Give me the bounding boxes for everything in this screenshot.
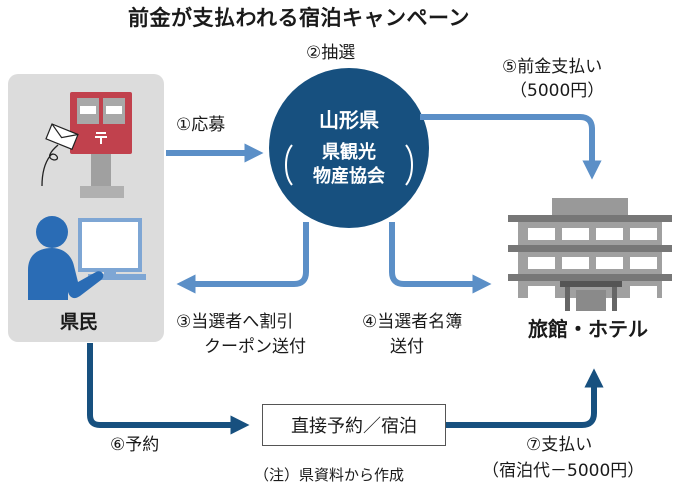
step-4-label-line1: ④当選者名簿 <box>362 312 463 332</box>
step-6-label: ⑥予約 <box>110 435 160 455</box>
arrow-payment <box>446 368 604 428</box>
step-2-label: ②抽選 <box>306 43 356 63</box>
organizer-sub-2: 物産協会 <box>313 166 385 187</box>
diagram-title: 前金が支払われる宿泊キャンペーン <box>128 6 470 30</box>
organizer-name: 山形県 <box>319 108 379 132</box>
arrow-winner-list <box>389 222 492 294</box>
hotel-label: 旅館・ホテル <box>528 317 648 341</box>
step-7-label-line1: ⑦支払い <box>526 435 593 455</box>
step-7-label-line2: （宿泊代－5000円） <box>482 461 645 481</box>
step-5-label-line1: ⑤前金支払い <box>502 57 603 77</box>
step-4-label-line2: 送付 <box>390 337 424 357</box>
postbox-icon <box>70 92 132 198</box>
step-5-label-line2: （5000円） <box>510 81 605 101</box>
source-note: （注）県資料から作成 <box>254 466 405 484</box>
arrow-reserve <box>87 343 250 435</box>
step-1-label: ①応募 <box>176 115 226 135</box>
arrow-prepayment <box>420 114 602 180</box>
resident-label: 県民 <box>60 311 99 333</box>
booking-box-label: 直接予約／宿泊 <box>291 416 417 437</box>
step-3-label-line2: クーポン送付 <box>204 337 306 357</box>
organizer-sub-1: 県観光 <box>322 142 376 163</box>
person-at-computer-icon <box>28 216 146 300</box>
arrow-coupon <box>176 222 309 294</box>
hotel-building-icon <box>508 198 672 311</box>
booking-box: 直接予約／宿泊 <box>262 404 446 446</box>
step-3-label-line1: ③当選者へ割引 <box>176 312 294 332</box>
envelope-icon <box>41 123 79 187</box>
organizer-circle <box>269 68 429 228</box>
